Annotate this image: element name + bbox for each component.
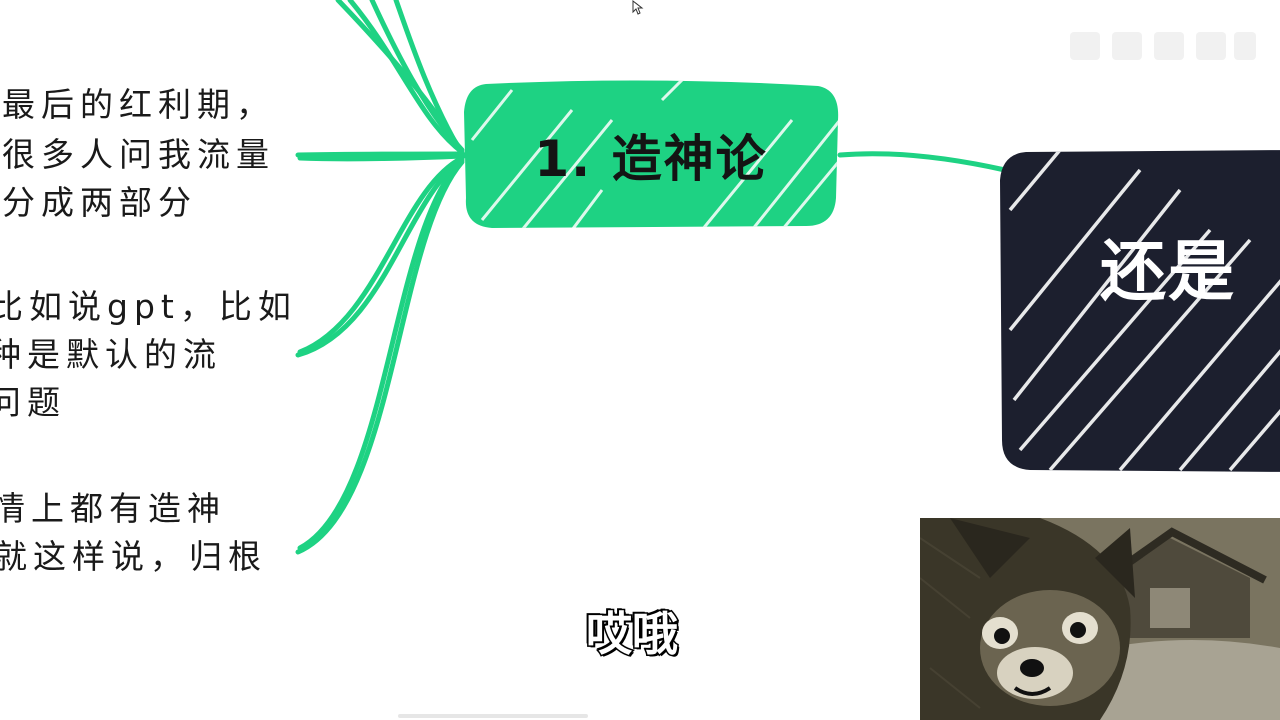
branch-text-line: 比如说gpt，比如	[0, 287, 297, 326]
secondary-topic-node[interactable]	[1000, 150, 1280, 472]
watermark-logo	[1070, 32, 1256, 60]
branch-text-line: 种是默认的流	[0, 335, 222, 374]
red-panda-avatar-icon	[920, 518, 1280, 720]
branch-text-line: 最后的红利期，	[2, 85, 275, 124]
branch-text-line: 分成两部分	[2, 183, 197, 222]
branch-text-line: 情上都有造神	[0, 489, 226, 528]
central-topic-node[interactable]	[462, 80, 840, 230]
central-topic-label: 1. 造神论	[534, 130, 768, 188]
mouse-cursor-icon	[632, 0, 644, 15]
webcam-overlay	[920, 518, 1280, 720]
branch-text-line: 很多人问我流量	[2, 135, 275, 174]
branch-text-line: 就这样说，归根	[0, 537, 267, 576]
video-subtitle: 哎哦	[585, 606, 680, 663]
scroll-indicator	[398, 714, 588, 718]
secondary-topic-label: 还是	[1100, 233, 1236, 310]
branch-text-line: 问题	[0, 383, 66, 422]
